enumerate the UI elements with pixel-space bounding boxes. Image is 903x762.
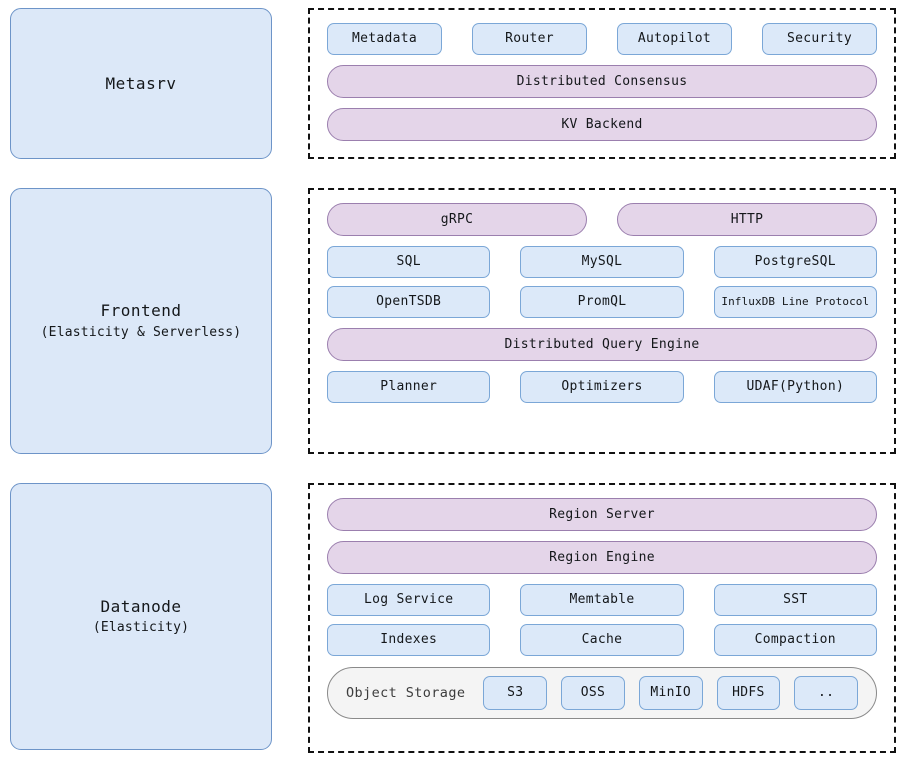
band-row: Metadata Router Autopilot Security [327, 23, 877, 55]
node-s3: S3 [483, 676, 548, 710]
node-metadata: Metadata [327, 23, 442, 55]
node-security: Security [762, 23, 877, 55]
node-indexes: Indexes [327, 624, 491, 656]
node-optimizers: Optimizers [520, 371, 684, 403]
node-http: HTTP [617, 203, 877, 236]
node-opentsdb: OpenTSDB [327, 286, 491, 318]
node-distributed-consensus: Distributed Consensus [327, 65, 877, 98]
node-grpc: gRPC [327, 203, 587, 236]
node-memtable: Memtable [520, 584, 684, 616]
node-router: Router [472, 23, 587, 55]
node-minio: MinIO [638, 676, 703, 710]
node-autopilot: Autopilot [617, 23, 732, 55]
node-region-engine: Region Engine [327, 541, 877, 574]
node-promql: PromQL [520, 286, 684, 318]
band-row: Region Engine [327, 541, 877, 574]
node-compaction: Compaction [713, 624, 877, 656]
node-distributed-query-engine: Distributed Query Engine [327, 328, 877, 361]
band-row: KV Backend [327, 108, 877, 141]
band-row: OpenTSDB PromQL InfluxDB Line Protocol [327, 286, 877, 318]
band-row: Region Server [327, 498, 877, 531]
band-row: SQL MySQL PostgreSQL [327, 246, 877, 278]
node-udaf-python: UDAF(Python) [713, 371, 877, 403]
node-log-service: Log Service [327, 584, 491, 616]
detail-panel-frontend: gRPC HTTP SQL MySQL PostgreSQL OpenTSDB PromQL… [308, 188, 896, 454]
component-title: Metasrv [105, 73, 177, 93]
node-influxdb-line-protocol: InfluxDB Line Protocol [713, 286, 877, 318]
component-title: Datanode [100, 596, 182, 616]
component-subtitle: (Elasticity & Serverless) [40, 324, 242, 340]
object-storage-label: Object Storage [346, 685, 466, 701]
node-cache: Cache [520, 624, 684, 656]
component-panel-frontend: Frontend (Elasticity & Serverless) [10, 188, 272, 454]
object-storage-strip: Object Storage S3 OSS MinIO HDFS.. [327, 667, 877, 719]
node-mysql: MySQL [520, 246, 684, 278]
component-panel-datanode: Datanode (Elasticity) [10, 483, 272, 750]
band-row: Log Service Memtable SST [327, 584, 877, 616]
object-storage-items: S3 OSS MinIO HDFS.. [483, 676, 858, 710]
component-subtitle: (Elasticity) [92, 620, 190, 636]
node-: .. [794, 676, 858, 710]
node-region-server: Region Server [327, 498, 877, 531]
node-planner: Planner [327, 371, 491, 403]
component-title: Frontend [100, 301, 182, 321]
band-row: gRPC HTTP [327, 203, 877, 236]
node-sql: SQL [327, 246, 491, 278]
component-panel-metasrv: Metasrv [10, 8, 272, 159]
band-row: Planner Optimizers UDAF(Python) [327, 371, 877, 403]
band-row: Indexes Cache Compaction [327, 624, 877, 656]
node-kv-backend: KV Backend [327, 108, 877, 141]
band-row: Distributed Query Engine [327, 328, 877, 361]
node-sst: SST [713, 584, 877, 616]
band-row: Distributed Consensus [327, 65, 877, 98]
node-oss: OSS [561, 676, 625, 710]
node-postgresql: PostgreSQL [713, 246, 877, 278]
node-hdfs: HDFS [716, 676, 781, 710]
